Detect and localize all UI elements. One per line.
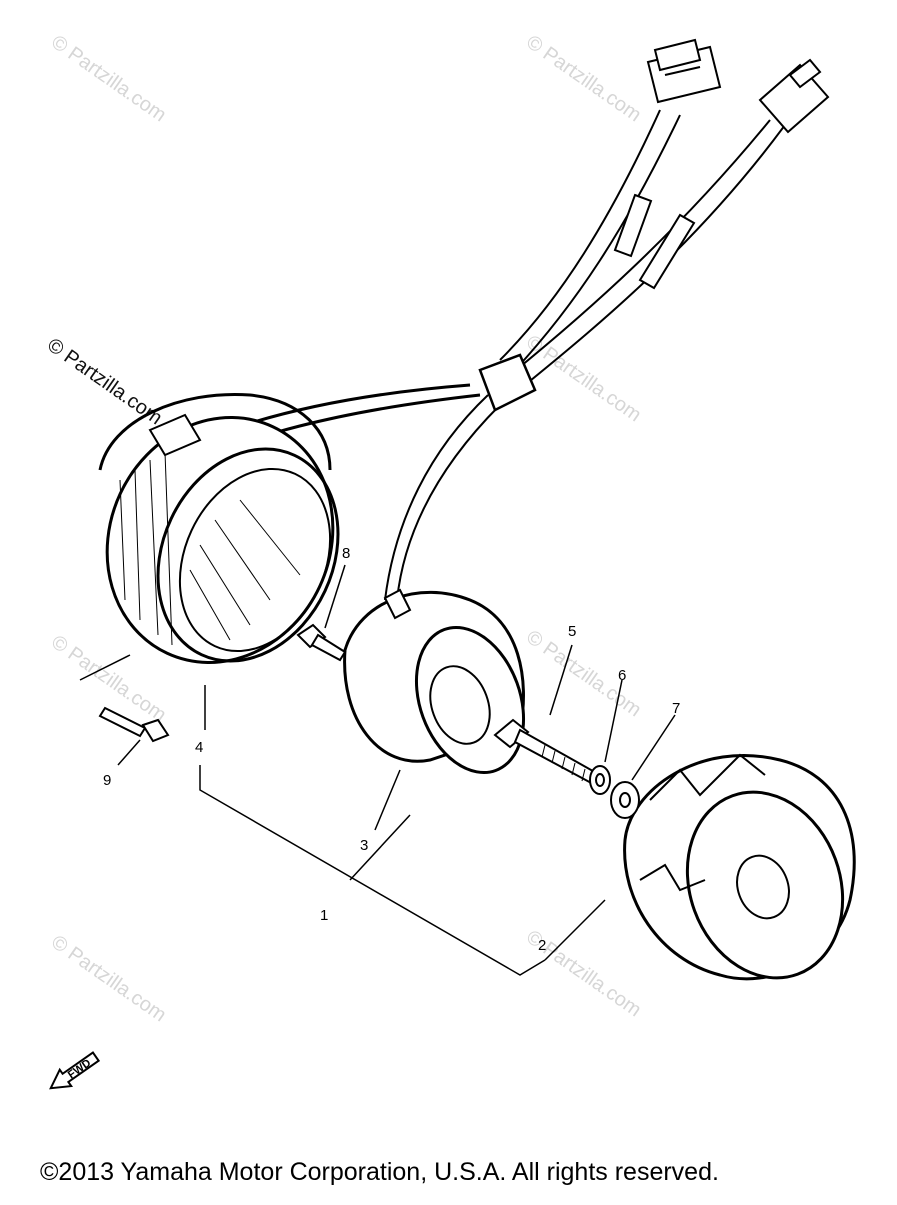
- watermark: © Partzilla.com: [47, 31, 170, 126]
- callout-2: 2: [538, 937, 546, 954]
- watermark: © Partzilla.com: [522, 31, 645, 126]
- connector-left: [646, 38, 722, 104]
- pickup-coil: [343, 588, 526, 775]
- callout-labels: 1 2 3 4 5 6 7 8 9: [103, 545, 680, 954]
- callout-1: 1: [320, 907, 328, 924]
- pickup-screw: [296, 623, 347, 662]
- watermark: © Partzilla.com: [522, 331, 645, 426]
- leader-lines: [79, 564, 676, 976]
- callout-8: 8: [342, 545, 350, 562]
- callout-7: 7: [672, 700, 680, 717]
- stator-coil: [98, 392, 340, 664]
- callout-6: 6: [618, 667, 626, 684]
- callout-3: 3: [360, 837, 368, 854]
- lock-washer: [589, 765, 611, 795]
- copyright-notice: ©2013 Yamaha Motor Corporation, U.S.A. A…: [40, 1158, 719, 1186]
- fwd-arrow-icon: FWD: [49, 1051, 101, 1090]
- watermark: © Partzilla.com: [522, 626, 645, 721]
- callout-9: 9: [103, 772, 111, 789]
- connector-right: [758, 58, 830, 134]
- rotor: [623, 753, 856, 981]
- plain-washer: [610, 781, 640, 819]
- watermark: © Partzilla.com: [47, 931, 170, 1026]
- wire-harness: [149, 109, 786, 601]
- callout-4: 4: [195, 739, 203, 756]
- callout-5: 5: [568, 623, 576, 640]
- stator-screw: [98, 706, 170, 743]
